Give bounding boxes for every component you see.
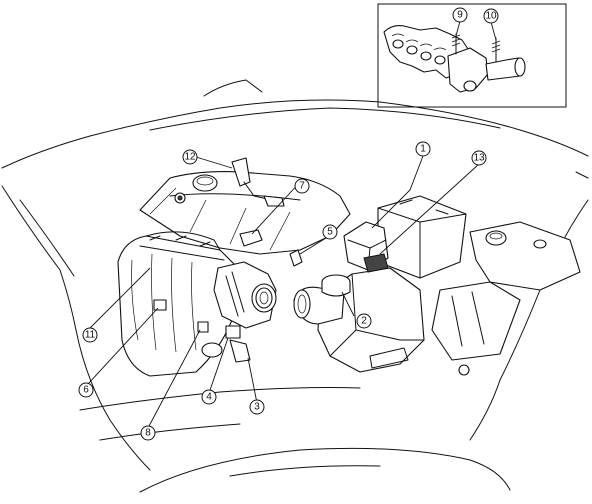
callout-13: 13 <box>471 150 487 166</box>
svg-text:5: 5 <box>327 227 333 238</box>
callout-10: 10 <box>483 8 499 24</box>
svg-text:13: 13 <box>473 153 485 164</box>
svg-text:4: 4 <box>206 392 212 403</box>
sensor-part-7 <box>239 229 263 247</box>
throttle-body <box>213 261 277 363</box>
svg-text:2: 2 <box>361 316 367 327</box>
callout-4: 4 <box>201 389 217 405</box>
vehicle-body-outline <box>1 79 589 493</box>
callout-11: 11 <box>82 327 98 343</box>
svg-text:3: 3 <box>254 402 260 413</box>
leader-lines <box>87 20 497 429</box>
callout-12: 12 <box>182 149 198 165</box>
callout-2: 2 <box>356 313 372 329</box>
exhaust-manifold-inset <box>377 3 567 108</box>
callout-1: 1 <box>415 141 431 157</box>
module-13 <box>363 253 389 273</box>
svg-text:11: 11 <box>85 330 96 341</box>
battery <box>377 195 467 279</box>
accelerator-pedal-part <box>231 157 285 207</box>
callout-8: 8 <box>140 425 156 441</box>
callout-9: 9 <box>452 7 468 23</box>
callout-5: 5 <box>322 224 338 240</box>
svg-text:9: 9 <box>457 10 463 21</box>
svg-text:10: 10 <box>485 11 497 22</box>
callout-6: 6 <box>78 382 94 398</box>
svg-text:7: 7 <box>299 181 305 192</box>
svg-text:12: 12 <box>184 152 196 163</box>
air-flow-meter-2 <box>321 274 351 297</box>
sensor-part-5 <box>289 249 303 267</box>
svg-text:8: 8 <box>145 428 151 439</box>
coolant-reservoir <box>431 221 581 376</box>
svg-text:6: 6 <box>83 385 89 396</box>
svg-text:1: 1 <box>420 144 426 155</box>
callout-3: 3 <box>249 399 265 415</box>
callout-7: 7 <box>294 178 310 194</box>
